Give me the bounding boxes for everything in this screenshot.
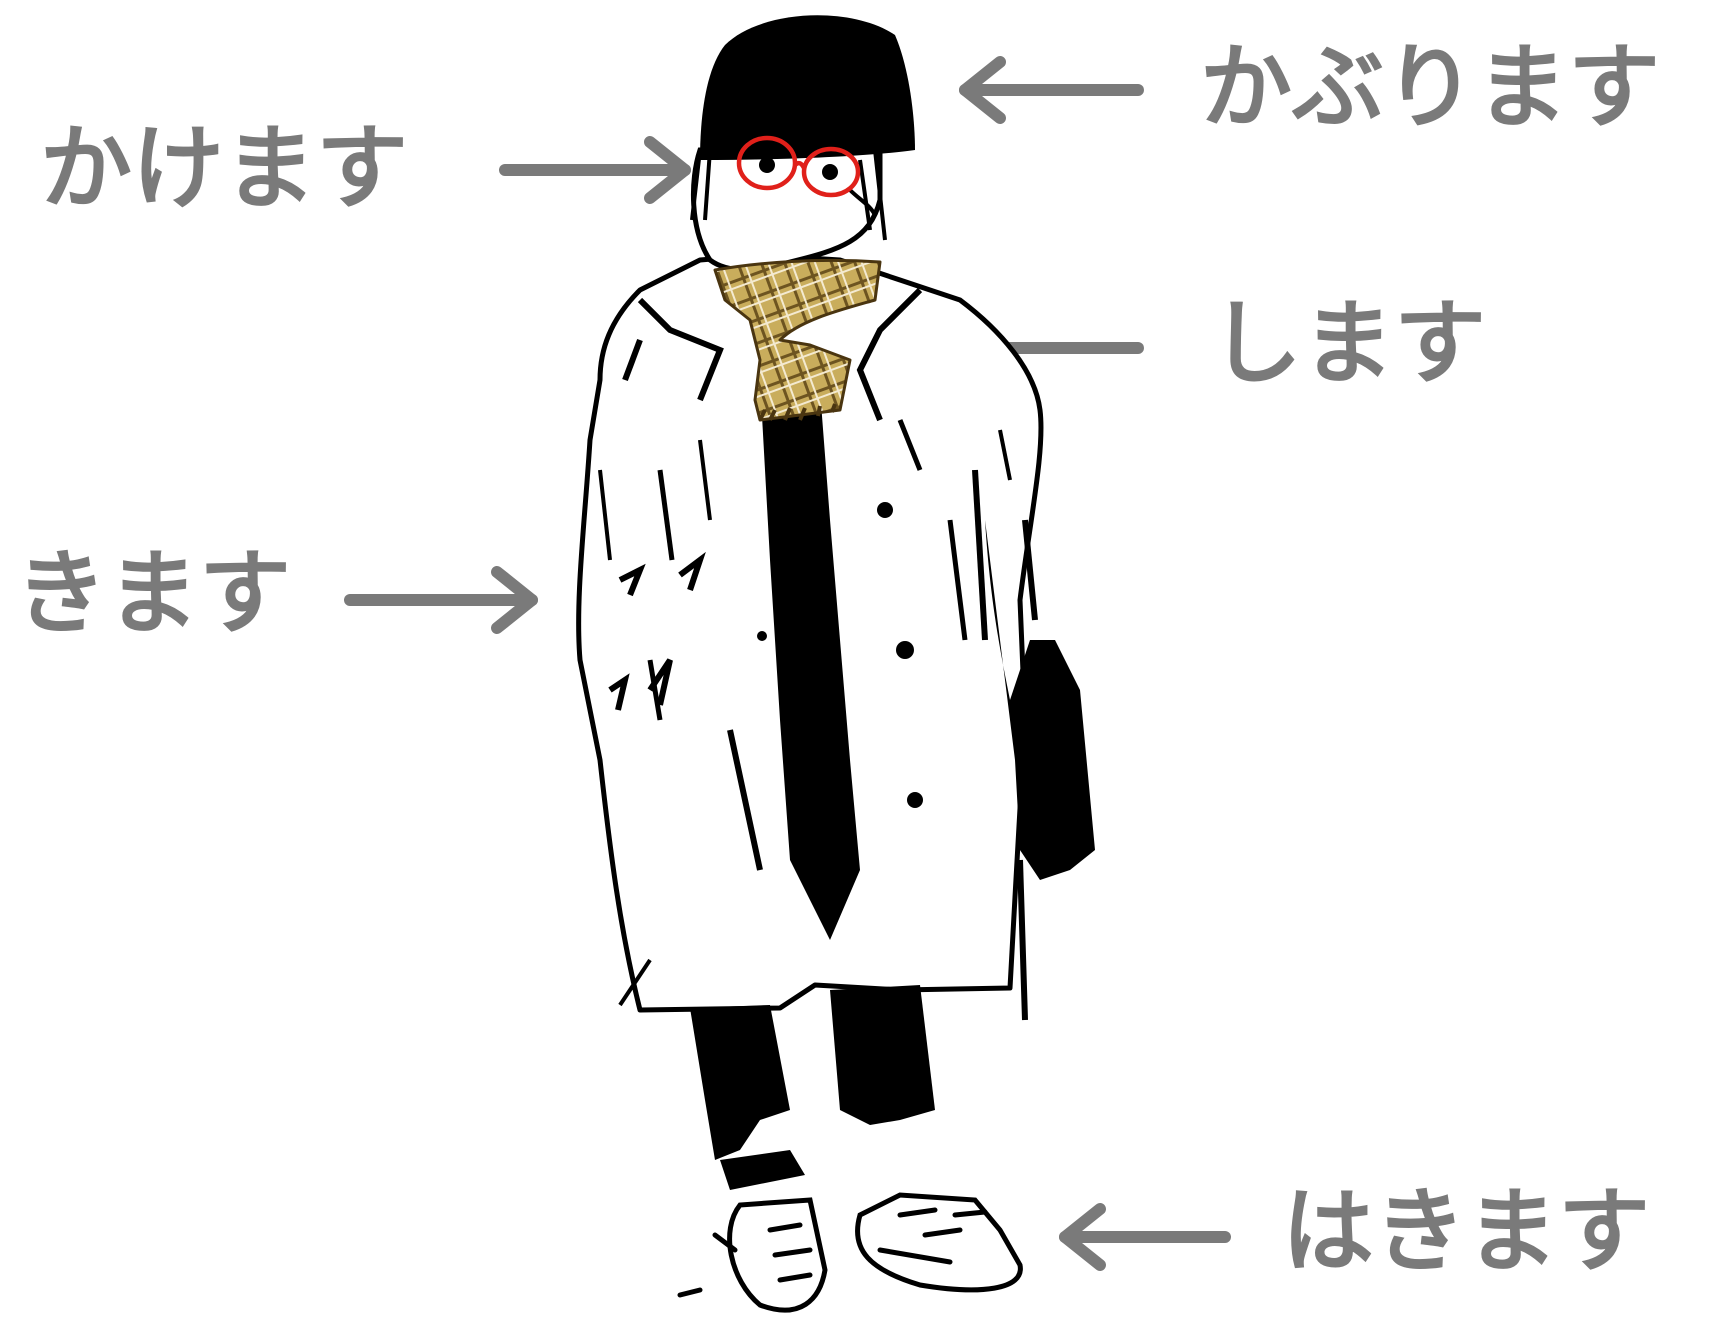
eyes [759, 157, 838, 180]
label-shimasu: します [1210, 290, 1487, 397]
glasses [736, 135, 861, 198]
arrow-kimasu [344, 566, 538, 634]
arrow-kaburimasu [959, 56, 1144, 124]
bag [972, 469, 1095, 1021]
label-hakimasu: はきます [1282, 1178, 1651, 1285]
scarf [713, 258, 882, 422]
coat [576, 252, 1044, 1013]
label-kakemasu: かけます [40, 115, 409, 222]
beanie-hat [700, 15, 915, 160]
label-kaburimasu: かぶります [1200, 34, 1661, 141]
arrow-hakimasu [1059, 1203, 1231, 1271]
arrow-kakemasu [499, 136, 691, 204]
label-kimasu: きます [15, 540, 292, 647]
sneakers [677, 1192, 1023, 1313]
pants [690, 985, 935, 1190]
